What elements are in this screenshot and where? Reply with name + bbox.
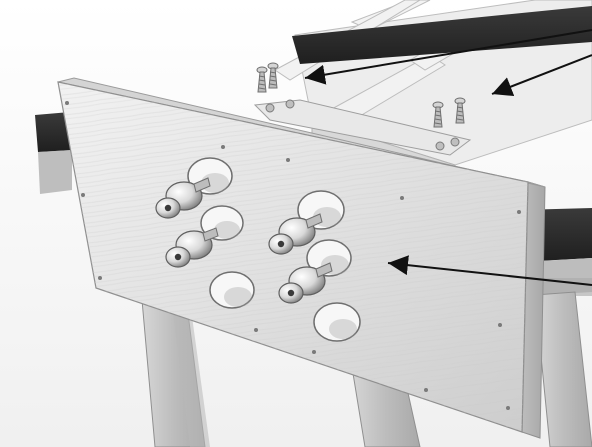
bolt-assemblies	[155, 177, 333, 304]
wood-screws	[256, 62, 466, 128]
screw-2	[267, 62, 279, 89]
bolt-right-top	[268, 213, 323, 255]
bolt-left-top	[155, 177, 211, 219]
arrow-to-bracket	[304, 29, 592, 85]
arrow-to-frame	[491, 54, 592, 97]
screw-4	[454, 97, 466, 124]
callout-arrows	[304, 29, 592, 286]
support-posts	[141, 289, 592, 447]
bolt-right-bottom	[278, 262, 333, 304]
bolt-left-bottom	[165, 227, 219, 268]
panel-pilot-holes	[65, 101, 521, 410]
screw-1	[256, 66, 268, 93]
left-rail	[35, 112, 72, 194]
screw-3	[432, 101, 444, 128]
mounting-panel	[57, 77, 546, 439]
arrow-to-panel	[387, 255, 592, 286]
